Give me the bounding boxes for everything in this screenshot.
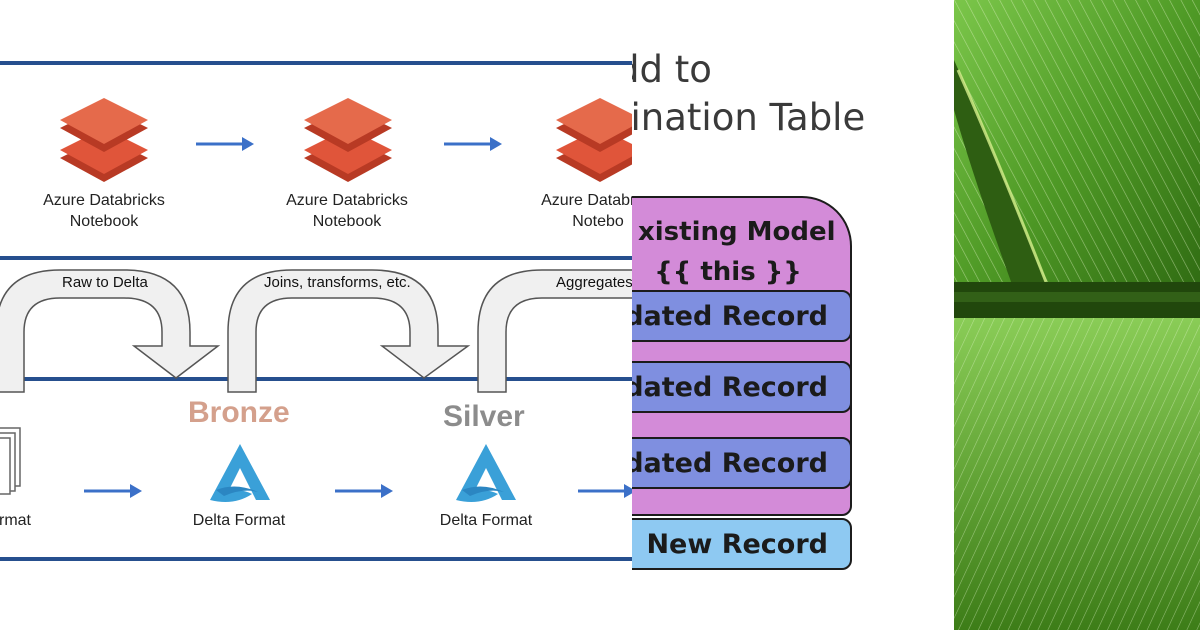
updated-record-3: dated Record (632, 437, 852, 489)
delta-label-bronze: Delta Format (192, 512, 286, 529)
delta-label-silver: Delta Format (439, 512, 533, 529)
existing-model-title: xisting Model {{ this }} (638, 217, 836, 287)
files-icon (0, 427, 21, 495)
arrow-right-icon (578, 484, 632, 498)
new-record: New Record (632, 518, 852, 570)
incremental-model-panel: dd to tination Table xisting Model {{ th… (632, 0, 954, 630)
panel-title-line-2: tination Table (632, 96, 866, 139)
transition-label-3: Aggregates (556, 274, 632, 291)
updated-record-1: dated Record (632, 290, 852, 342)
leaf-photo (954, 0, 1200, 630)
panel-title-line-1: dd to (632, 48, 712, 91)
arrow-right-icon (335, 484, 393, 498)
source-label: rmat (0, 512, 31, 529)
updated-record-2: dated Record (632, 361, 852, 413)
layer-title-bronze: Bronze (188, 396, 290, 429)
divider-line-upper (0, 256, 632, 260)
delta-lake-icon (210, 444, 270, 502)
databricks-icon (60, 98, 148, 182)
leaf-image (954, 0, 1200, 630)
arrow-right-icon (444, 137, 502, 151)
transition-label-1: Raw to Delta (62, 274, 148, 291)
transition-label-2: Joins, transforms, etc. (264, 274, 411, 291)
databricks-icon (556, 98, 632, 182)
delta-lake-icon (456, 444, 516, 502)
curved-arrows (0, 269, 632, 393)
arrow-right-icon (84, 484, 142, 498)
divider-line-lower (0, 377, 632, 381)
notebook-label-3: Azure DatabrickNotebo (541, 192, 632, 230)
databricks-icon (304, 98, 392, 182)
divider-line-top (0, 61, 632, 65)
divider-line-bottom (0, 557, 632, 561)
layer-title-silver: Silver (443, 400, 525, 433)
arrow-right-icon (196, 137, 254, 151)
